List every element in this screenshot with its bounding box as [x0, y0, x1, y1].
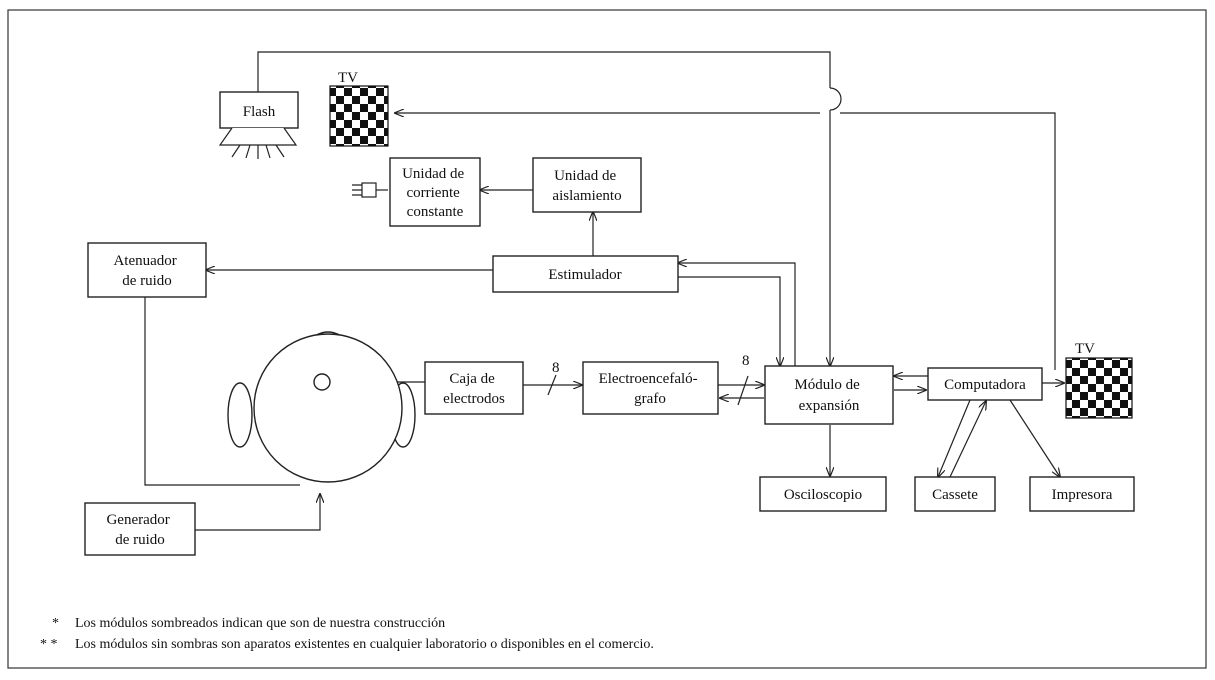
- caja-electrodos-label: Caja de electrodos: [443, 371, 505, 407]
- flash-label: Flash: [243, 104, 276, 120]
- footnote-1-text: Los módulos sombreados indican que son d…: [75, 616, 445, 631]
- wire-estim-mod: [678, 276, 780, 366]
- wire-hop: [829, 87, 842, 111]
- plug-icon: [352, 182, 384, 198]
- wire-comp-imp: [1009, 399, 1060, 477]
- head-icon: [227, 331, 416, 483]
- tv-right-label: TV: [1075, 341, 1095, 357]
- flash-lamp-icon: [218, 127, 298, 159]
- impresora-label: Impresora: [1052, 487, 1113, 503]
- estimulador-box: [492, 255, 679, 293]
- bus-slash-1: [547, 374, 557, 396]
- bus-width-label-1: 8: [552, 360, 560, 376]
- tv-right-screen: [1065, 357, 1133, 419]
- impresora-box: [1029, 476, 1135, 512]
- wire-flash-modulo: [257, 51, 831, 92]
- osciloscopio-label: Osciloscopio: [784, 487, 862, 503]
- generador-label: Generador de ruido: [106, 512, 173, 548]
- footnote-2-text: Los módulos sin sombras son aparatos exi…: [75, 637, 654, 652]
- eeg-box: [582, 361, 719, 415]
- computadora-label: Computadora: [944, 377, 1026, 393]
- unidad-corriente-box: [389, 157, 481, 227]
- estimulador-label: Estimulador: [548, 267, 621, 283]
- footnote-2-marker: * *: [40, 637, 58, 652]
- atenuador-box: [87, 242, 207, 298]
- unidad-aislamiento-label: Unidad de aislamiento: [552, 168, 621, 204]
- modulo-expansion-box: [764, 365, 894, 425]
- wire-comp-tv-a: [840, 112, 1056, 370]
- footnotes: * Los módulos sombreados indican que son…: [40, 616, 654, 652]
- wire-comp-cas: [938, 399, 971, 477]
- cassete-label: Cassete: [932, 487, 978, 503]
- unidad-aislamiento-box: [532, 157, 642, 213]
- bus-width-label-2: 8: [742, 353, 750, 369]
- wire-cas-comp: [949, 401, 986, 478]
- generador-box: [84, 502, 196, 556]
- outer-frame: [7, 9, 1207, 669]
- footnote-1-marker: *: [52, 616, 59, 631]
- wire-aten-head: [144, 297, 300, 486]
- cassete-box: [914, 476, 996, 512]
- wire-gen-head: [195, 494, 320, 531]
- osciloscopio-box: [759, 476, 887, 512]
- tv-top-screen: [329, 85, 389, 147]
- wire-mod-estim: [678, 263, 796, 366]
- atenuador-label: Atenuador de ruido: [113, 253, 180, 289]
- tv-top-label: TV: [338, 70, 358, 86]
- eeg-label: Electroencefaló- grafo: [599, 371, 702, 407]
- caja-electrodos-box: [424, 361, 524, 415]
- unidad-corriente-label: Unidad de corriente constante: [402, 166, 468, 220]
- modulo-expansion-label: Módulo de expansión: [794, 377, 863, 414]
- computadora-box: [927, 367, 1043, 401]
- bus-slash-2: [737, 375, 749, 406]
- electrode-icon: [313, 373, 331, 391]
